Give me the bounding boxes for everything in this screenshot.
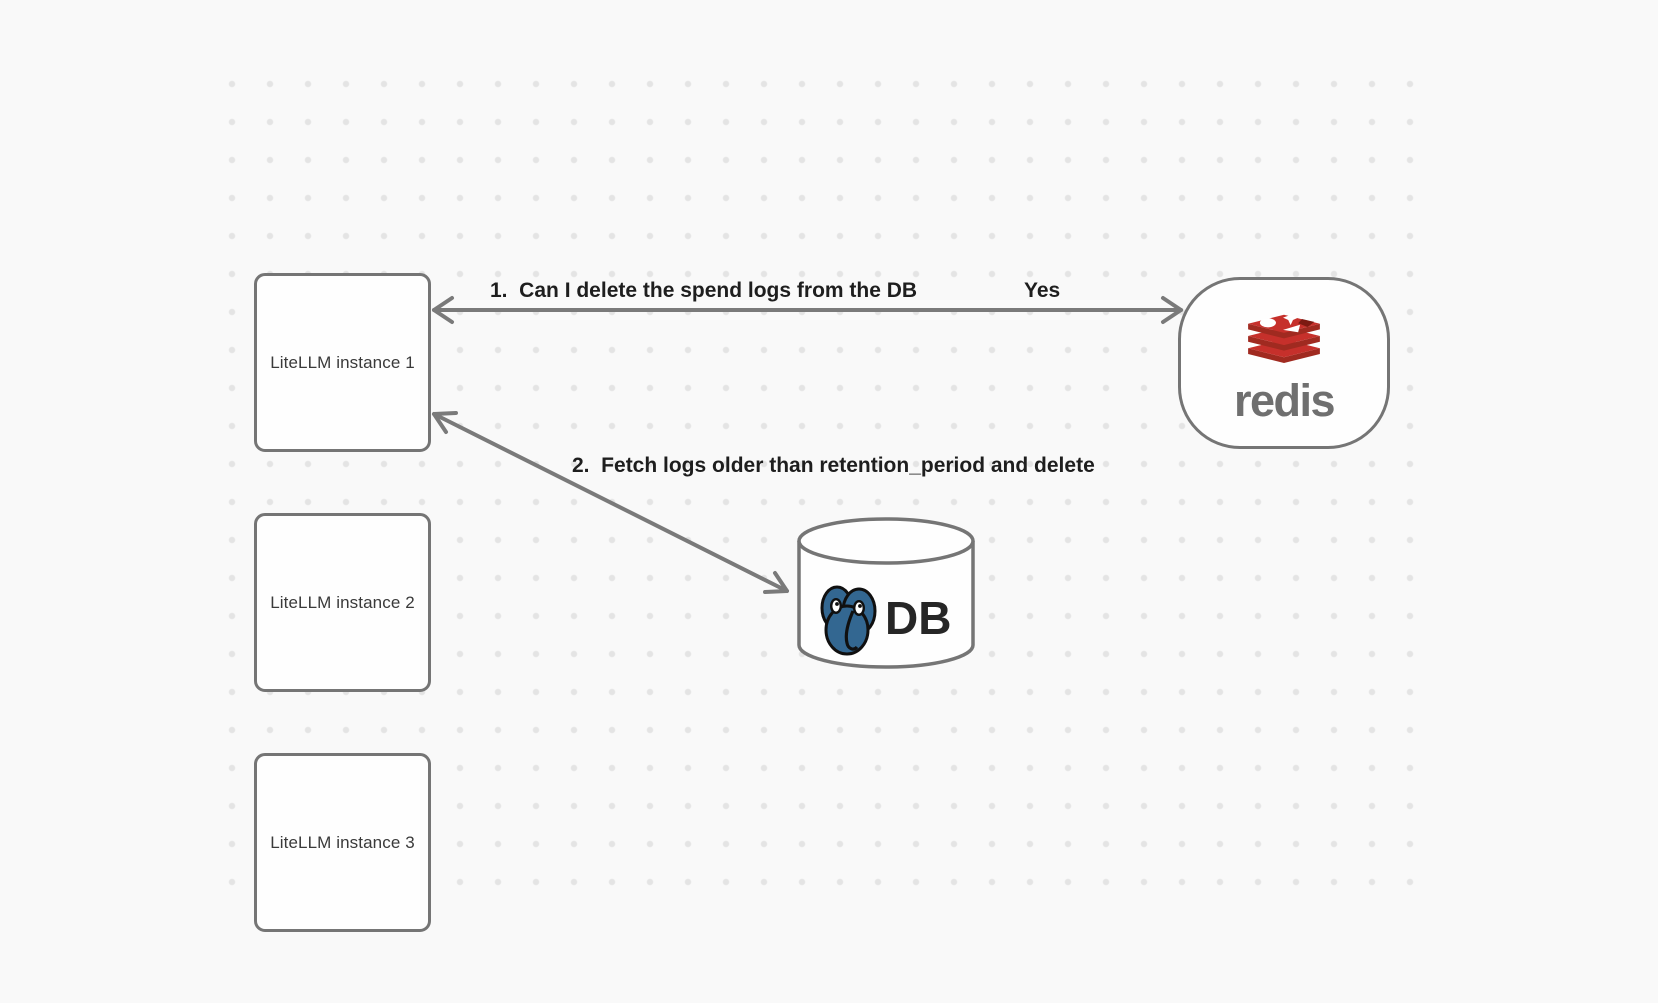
redis-wordmark: redis <box>1233 374 1336 426</box>
redis-logo-icon <box>1248 310 1320 363</box>
node-litellm-instance-2-label: LiteLLM instance 2 <box>270 592 415 612</box>
node-litellm-instance-2[interactable]: LiteLLM instance 2 <box>254 513 431 692</box>
node-litellm-instance-1-label: LiteLLM instance 1 <box>270 352 415 372</box>
edge-2-label: 2. Fetch logs older than retention_perio… <box>572 454 1095 477</box>
postgresql-elephant-icon <box>820 585 877 656</box>
node-litellm-instance-3-label: LiteLLM instance 3 <box>270 832 415 852</box>
edge-2-arrow[interactable] <box>432 411 789 594</box>
edge-1-arrow[interactable] <box>432 296 1183 324</box>
db-label: DB <box>885 592 952 644</box>
edge-1-response-label: Yes <box>1024 279 1061 302</box>
node-postgres-db[interactable]: DB <box>796 515 976 671</box>
node-litellm-instance-3[interactable]: LiteLLM instance 3 <box>254 753 431 932</box>
edge-1-label: 1. Can I delete the spend logs from the … <box>490 279 918 302</box>
node-redis[interactable]: redis <box>1178 277 1390 449</box>
node-litellm-instance-1[interactable]: LiteLLM instance 1 <box>254 273 431 452</box>
